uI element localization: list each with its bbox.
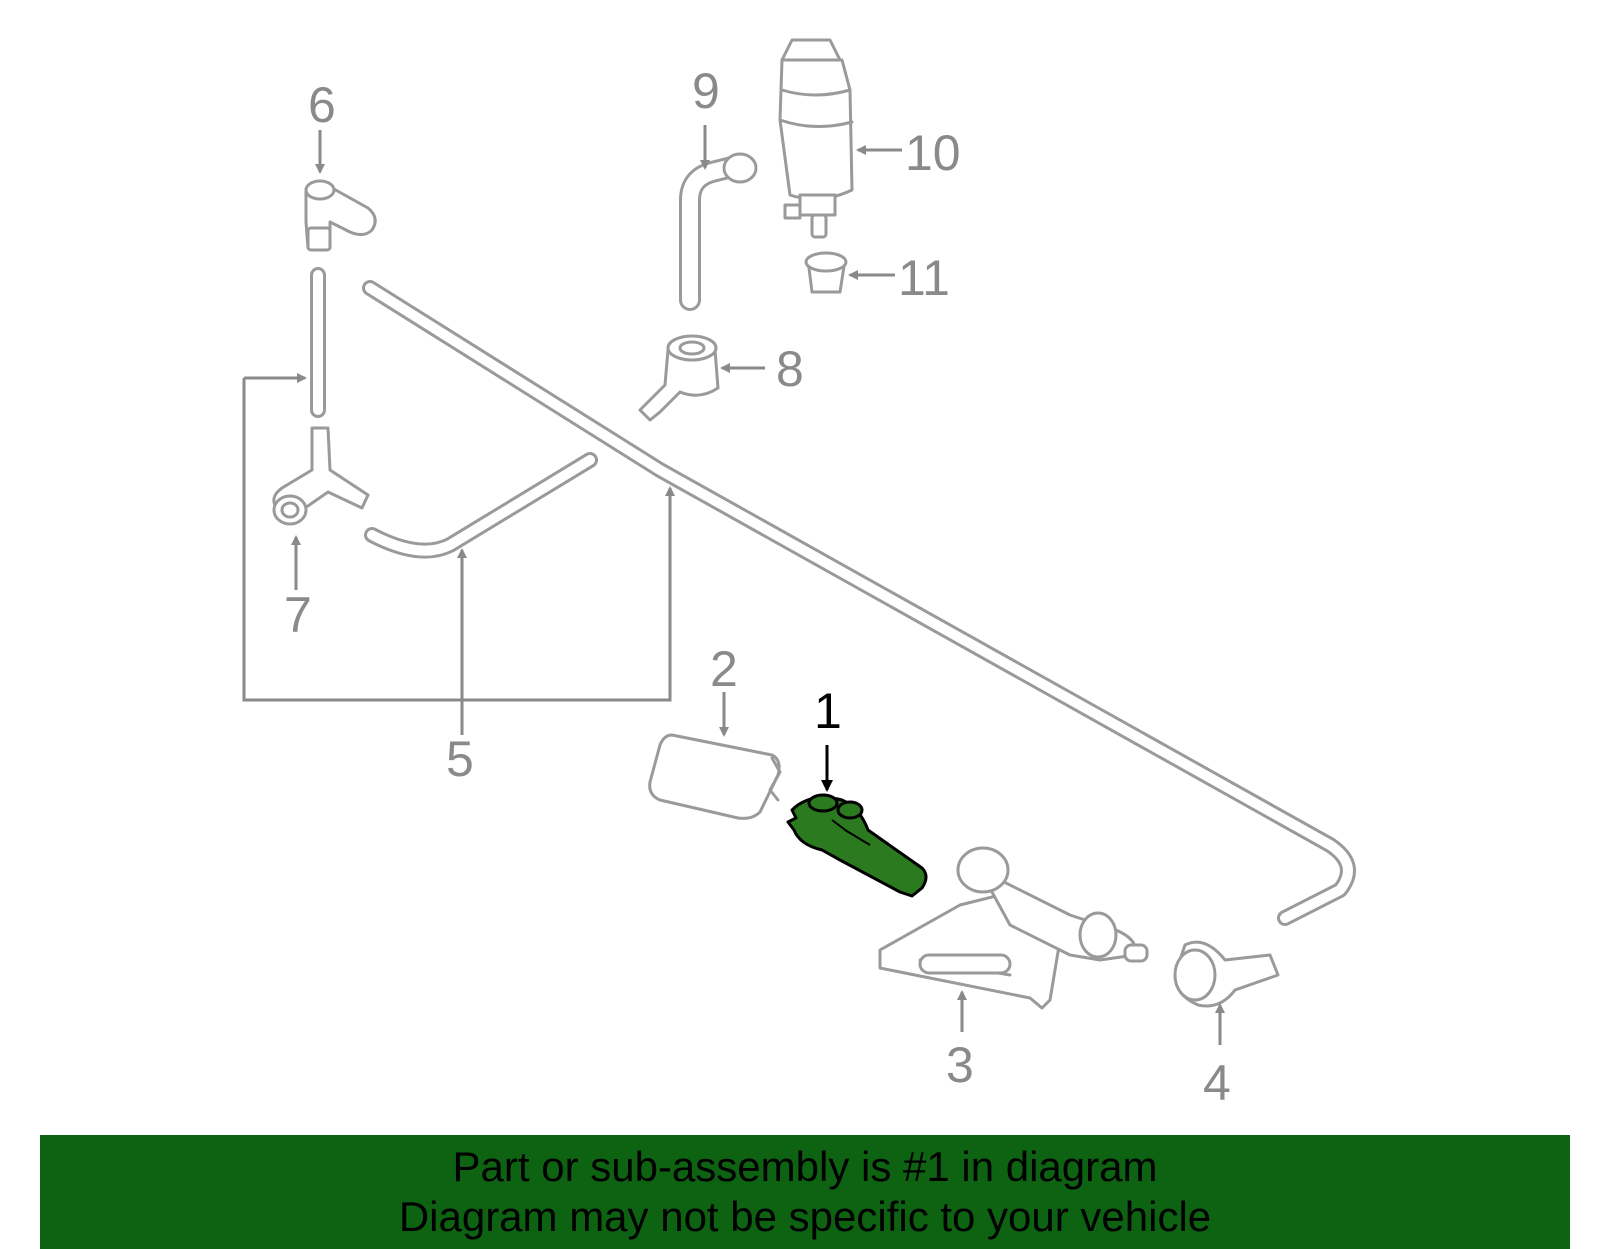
callout-6: 6 [308,77,336,133]
callout-9: 9 [692,63,720,119]
banner-line-disclaimer: Diagram may not be specific to your vehi… [398,1193,1212,1240]
callout-7: 7 [284,587,312,643]
banner-line-selected-part: Part or sub-assembly is #1 in diagram [452,1143,1158,1190]
callout-5: 5 [446,731,474,787]
exploded-parts-diagram: 6 7 5 8 9 10 11 2 1 3 4 [242,38,1356,1111]
tee-connector-part-7[interactable] [272,426,370,526]
short-hose-part-5[interactable] [364,452,598,559]
callout-3: 3 [946,1037,974,1093]
grommet-part-11[interactable] [804,251,848,294]
end-connector-part-4[interactable] [1173,940,1280,1008]
washer-nozzle-part-1-highlighted[interactable] [786,793,928,898]
washer-pump-part-10[interactable] [778,38,854,239]
cover-cap-part-2[interactable] [648,733,782,820]
callout-2: 2 [710,641,738,697]
elbow-connector-part-6[interactable] [304,179,377,252]
callout-4: 4 [1203,1055,1231,1111]
callout-11: 11 [898,250,950,306]
connector-part-8[interactable] [638,334,720,422]
info-banner: Part or sub-assembly is #1 in diagram Di… [40,1135,1570,1249]
nozzle-bracket-part-3[interactable] [878,846,1149,1010]
elbow-hose-part-9[interactable] [679,152,758,311]
callout-8: 8 [776,341,804,397]
callout-10: 10 [905,125,961,181]
callout-1-selected: 1 [814,683,842,739]
main-washer-hose [362,280,1356,926]
